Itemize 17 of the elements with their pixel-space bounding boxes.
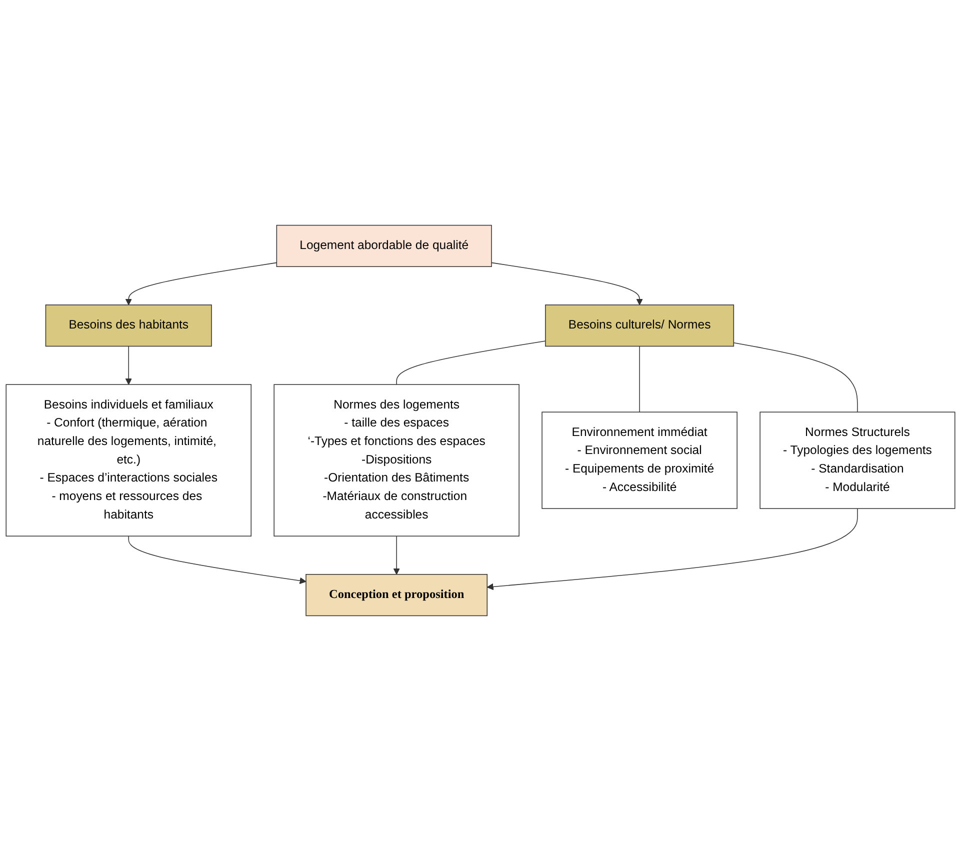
arrow [128,536,306,584]
arrow [486,508,858,590]
node-box: Normes des logements - taille des espaces ‘-Types et fonctions des espaces -Dispositions -Orientation des Bâtiments -Matériaux de construction accessibles [274,384,520,536]
arrow [393,536,400,575]
connector [733,342,858,412]
node-box: Besoins des habitants [45,304,212,347]
node-box: Logement abordable de qualité [276,224,492,267]
node-box: Conception et proposition [306,574,488,616]
connector [639,346,640,412]
node-box: Environnement immédiat - Environnement social - Equipements de proximité - Accessibilité [542,412,738,509]
arrow [491,262,643,306]
arrow [125,262,278,306]
arrow [125,346,132,385]
node-box: Besoins culturels/ Normes [545,304,734,347]
node-box: Besoins individuels et familiaux - Confort (thermique, aération naturelle des logements, intimité, etc.) - Espaces d’interactions sociales - moyens et ressources des habitants [6,384,252,536]
node-box: Normes Structurels - Typologies des logements - Standardisation - Modularité [760,412,956,509]
connector [396,340,546,385]
